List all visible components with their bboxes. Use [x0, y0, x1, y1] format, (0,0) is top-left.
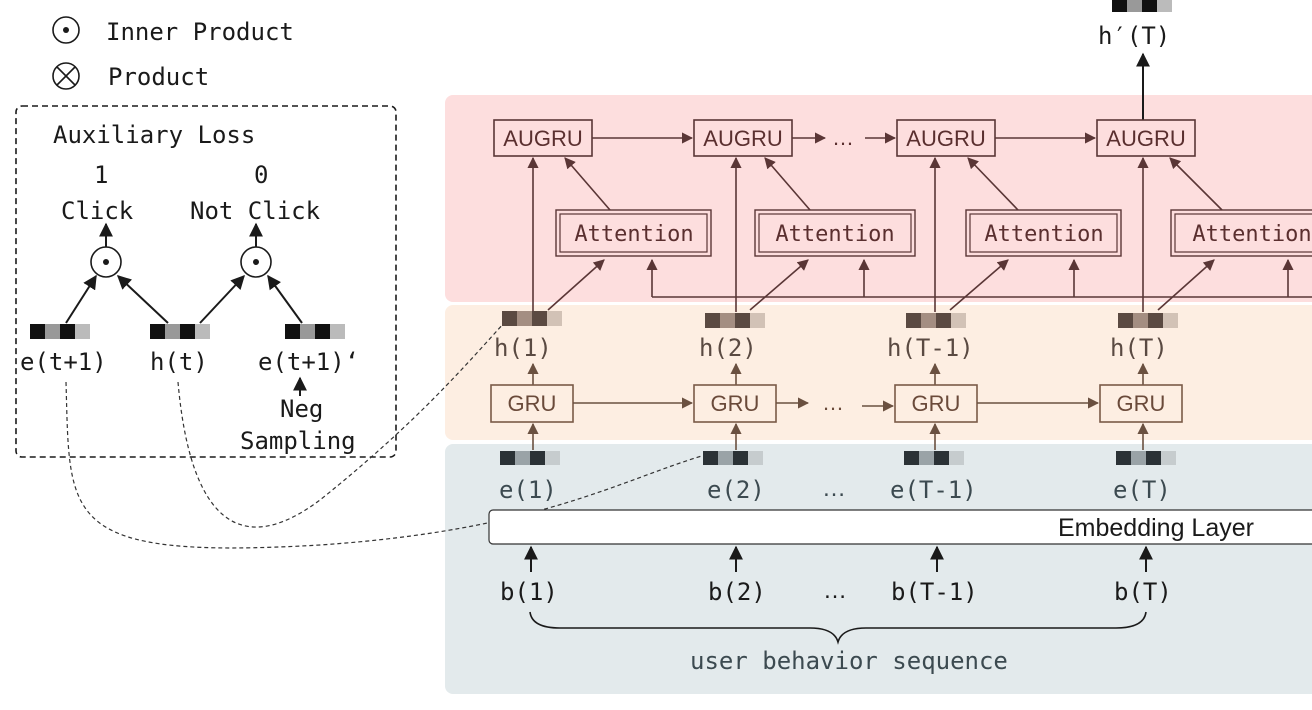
augru-label-1: AUGRU [503, 126, 582, 151]
behavior-label-3: b(T-1) [891, 578, 978, 606]
click-value: 1 [94, 161, 108, 189]
attention-row: Attention Attention Attention Attention [527, 156, 1312, 312]
embed-label-1: e(1) [499, 476, 557, 504]
embedding-layer-label: Embedding Layer [1058, 514, 1254, 542]
legend-inner-product-label: Inner Product [106, 18, 294, 46]
sequence-label: user behavior sequence [690, 647, 1008, 675]
embed-label-3: e(T-1) [890, 476, 977, 504]
behavior-label-2: b(2) [708, 578, 766, 606]
behavior-label-4: b(T) [1114, 578, 1172, 606]
neg-sampling-label-1: Neg [280, 395, 323, 423]
product-icon [52, 62, 80, 90]
attention-box-1 [555, 209, 712, 257]
attention-box-3 [965, 209, 1122, 257]
auxiliary-loss-panel: Auxiliary Loss 1 Click 0 Not Click [15, 105, 397, 458]
top-output-label: h′(T) [1098, 22, 1170, 50]
e-pos-label: e(t+1) [20, 348, 107, 376]
attention-label-1: Attention [574, 222, 693, 247]
behavior-ellipsis: … [823, 577, 847, 604]
hidden-label-1: h(1) [494, 334, 552, 362]
embed-ellipsis: … [822, 475, 846, 502]
hidden-vectors [502, 311, 1178, 328]
embedding-vectors [500, 451, 1176, 465]
embed-label-2: e(2) [707, 476, 765, 504]
vector-e-neg [285, 324, 345, 339]
vector-e-pos [30, 324, 90, 339]
interest-evolving-layer [445, 95, 1312, 302]
hidden-label-2: h(2) [699, 334, 757, 362]
attention-box-4 [1170, 209, 1312, 257]
gru-ellipsis: … [822, 390, 844, 415]
embedding-layer-bar [488, 509, 1312, 545]
gru-label-3: GRU [912, 391, 961, 416]
dashed-link-h1 [177, 321, 506, 528]
h-t-label: h(t) [150, 348, 208, 376]
hidden-label-4: h(T) [1110, 334, 1168, 362]
notclick-label: Not Click [190, 197, 321, 225]
click-label: Click [61, 197, 134, 225]
neg-sampling-label-2: Sampling [240, 427, 356, 455]
legend: Inner Product Product [52, 16, 294, 91]
augru-label-4: AUGRU [1106, 126, 1185, 151]
vector-h-t [150, 324, 210, 339]
augru-box-4 [1096, 119, 1196, 157]
aux-loss-title: Auxiliary Loss [53, 121, 255, 149]
e-neg-label: e(t+1)‘ [258, 348, 359, 376]
hidden-label-3: h(T-1) [887, 334, 974, 362]
behavior-layer [445, 444, 1312, 694]
behavior-label-1: b(1) [500, 578, 558, 606]
gru-row: GRU GRU GRU GRU … [490, 362, 1183, 450]
augru-ellipsis: … [832, 125, 854, 150]
gru-box-4 [1099, 384, 1183, 423]
legend-product-label: Product [108, 63, 209, 91]
dashed-link-e2 [65, 381, 706, 549]
top-output-vector [1112, 0, 1172, 12]
gru-label-1: GRU [508, 391, 557, 416]
augru-label-2: AUGRU [703, 126, 782, 151]
attention-box-2 [754, 209, 916, 257]
attention-label-3: Attention [984, 222, 1103, 247]
gru-label-2: GRU [711, 391, 760, 416]
inner-product-icon [52, 16, 80, 44]
embed-label-4: e(T) [1113, 476, 1171, 504]
attention-label-4: Attention [1192, 222, 1311, 247]
augru-row: AUGRU AUGRU AUGRU AUGRU … [493, 119, 1196, 157]
sequence-brace [529, 611, 1147, 645]
gru-label-4: GRU [1117, 391, 1166, 416]
notclick-value: 0 [254, 161, 268, 189]
attention-label-2: Attention [775, 222, 894, 247]
augru-label-3: AUGRU [906, 126, 985, 151]
